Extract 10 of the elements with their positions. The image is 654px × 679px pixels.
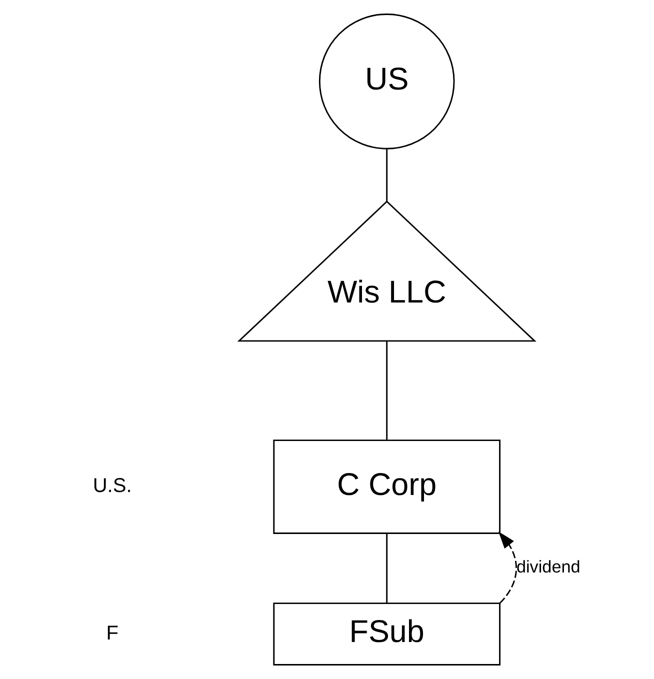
label: F <box>106 622 118 644</box>
edge-label: dividend <box>516 556 580 577</box>
node-box: FSub <box>272 602 500 666</box>
arrow <box>498 532 516 604</box>
label: U.S. <box>92 475 132 498</box>
node-box: C Corp <box>272 440 500 534</box>
node-circle: US <box>318 14 454 150</box>
connector <box>386 341 388 440</box>
connector <box>386 148 388 202</box>
connector <box>386 534 388 603</box>
